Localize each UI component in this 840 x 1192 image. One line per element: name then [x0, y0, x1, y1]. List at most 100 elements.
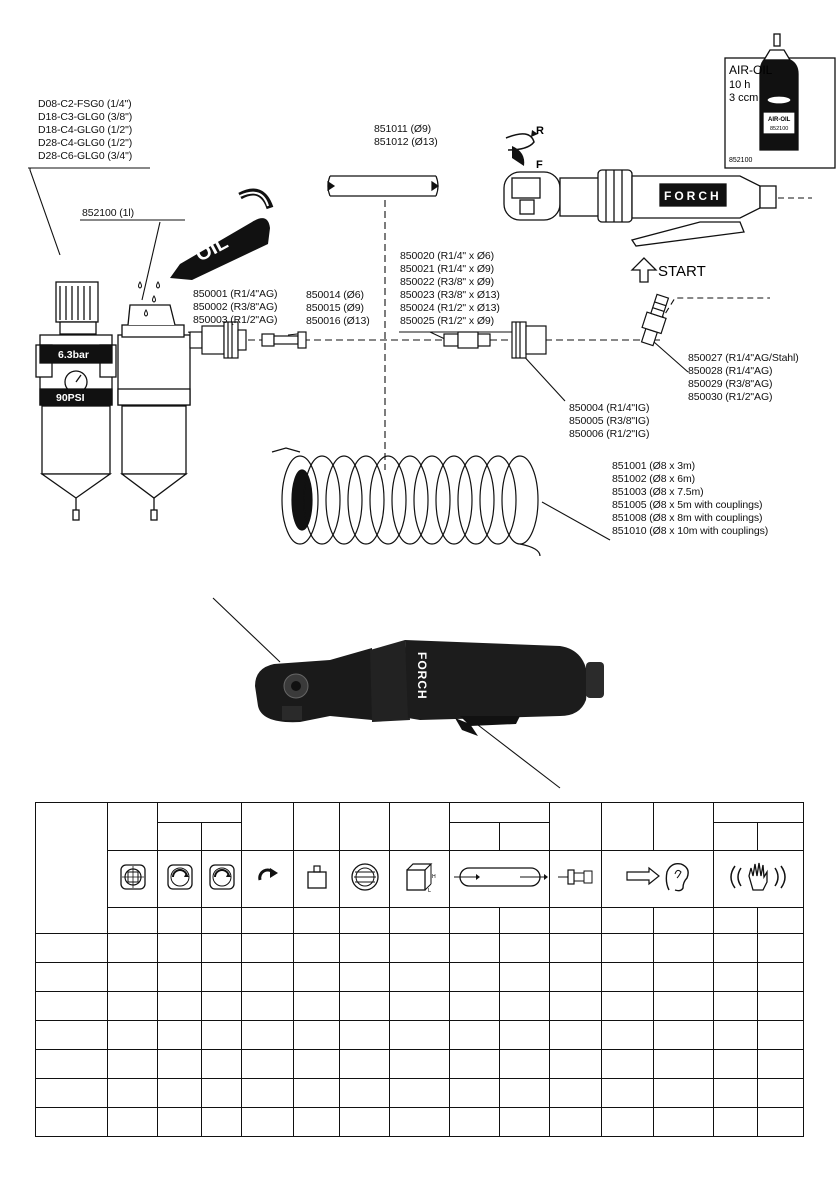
oil-part-label: 852100 (1l): [82, 207, 135, 219]
table-subheader: [757, 822, 804, 851]
hose-nipple: [261, 331, 307, 349]
vibration-icon: [713, 850, 804, 908]
table-cell: [107, 991, 158, 1021]
table-header: [549, 802, 602, 851]
table-cell: [157, 1078, 202, 1108]
table-cell: [241, 962, 294, 992]
table-cell: [549, 933, 602, 963]
table-cell: [201, 1107, 242, 1137]
table-header: [241, 802, 294, 851]
spiral-hose-list: 851001 (Ø8 x 3m) 851002 (Ø8 x 6m) 851003…: [612, 460, 768, 538]
unit-cell: [157, 907, 202, 934]
oil-can-icon: [170, 188, 274, 280]
air-consumption-icon: [449, 850, 550, 908]
table-cell: [757, 991, 804, 1021]
air-inlet-icon: [549, 850, 602, 908]
table-cell: [241, 1020, 294, 1050]
table-cell: [713, 1107, 758, 1137]
spiral-hose-item: 851005 (Ø8 x 5m with couplings): [612, 499, 763, 511]
hose-adapter-item: 850024 (R1/2" x Ø13): [400, 302, 500, 314]
table-cell: [293, 1107, 340, 1137]
table-cell: [713, 1020, 758, 1050]
table-cell: [339, 1107, 390, 1137]
coupler-ig-item: 850005 (R3/8"IG): [569, 415, 650, 427]
gauge-bar-label: 6.3bar: [58, 349, 89, 361]
table-cell: [757, 962, 804, 992]
table-cell: [549, 1049, 602, 1079]
table-cell: [653, 933, 714, 963]
table-cell: [389, 991, 450, 1021]
table-cell: [499, 1020, 550, 1050]
coupler-socket-ig: [511, 321, 547, 359]
tool-plug-item: 850027 (R1/4"AG/Stahl): [688, 352, 799, 364]
table-cell: [549, 962, 602, 992]
spiral-hose-item: 851008 (Ø8 x 8m with couplings): [612, 512, 763, 524]
rpm-icon: [201, 850, 242, 908]
table-cell: [449, 962, 500, 992]
table-subheader: [157, 822, 202, 851]
noise-icon: [601, 850, 714, 908]
regulator-model: D28-C6-GLG0 (3/4"): [38, 150, 133, 162]
hose-adapter-item: 850020 (R1/4" x Ø6): [400, 250, 495, 262]
table-cell: [201, 1078, 242, 1108]
table-cell: [201, 1020, 242, 1050]
table-cell: [339, 1049, 390, 1079]
table-cell: [389, 1078, 450, 1108]
table-row: [35, 991, 804, 1021]
table-cell: [389, 1020, 450, 1050]
table-cell: [389, 1107, 450, 1137]
hose-adapter-item: 850021 (R1/4" x Ø9): [400, 263, 495, 275]
regulator-model: D18-C4-GLG0 (1/2"): [38, 124, 133, 136]
table-header: [389, 802, 450, 851]
unit-cell: [549, 907, 602, 934]
table-cell: [201, 1049, 242, 1079]
table-cell: [107, 933, 158, 963]
regulator-model-list: D08-C2-FSG0 (1/4") D18-C3-GLG0 (3/8") D1…: [38, 98, 132, 163]
table-cell: [241, 1078, 294, 1108]
table-row: [35, 933, 804, 963]
straight-hose-item: 851012 (Ø13): [374, 136, 438, 148]
table-cell: [157, 933, 202, 963]
table-cell: [549, 1107, 602, 1137]
rotation-forward: F: [536, 159, 543, 171]
hose-adapter-item: 850025 (R1/2" x Ø9): [400, 315, 495, 327]
table-cell: [757, 1078, 804, 1108]
table-cell: [653, 1107, 714, 1137]
hose-nipple-item: 850015 (Ø9): [306, 302, 364, 314]
table-cell: [601, 1107, 654, 1137]
plug-ag-item: 850003 (R1/2"AG): [193, 314, 278, 326]
hose-bore-icon: [339, 850, 390, 908]
drawing-brand-logo: FORCH: [664, 189, 722, 203]
plug-ag-list: 850001 (R1/4"AG) 850002 (R3/8"AG) 850003…: [193, 288, 278, 327]
unit-cell: [107, 907, 158, 934]
table-header: [601, 802, 654, 851]
table-cell: [449, 1049, 500, 1079]
straight-hose: [327, 175, 440, 197]
spiral-hose: [271, 447, 541, 557]
table-header-group: [713, 802, 804, 823]
table-cell: [293, 962, 340, 992]
table-cell: [241, 1107, 294, 1137]
lubricator: [117, 304, 191, 521]
table-cell: [201, 933, 242, 963]
table-body: [35, 933, 804, 1137]
spiral-hose-item: 851001 (Ø8 x 3m): [612, 460, 696, 472]
table-cell: [601, 1078, 654, 1108]
table-cell: [601, 933, 654, 963]
table-cell: [757, 1107, 804, 1137]
spiral-hose-item: 851002 (Ø8 x 6m): [612, 473, 696, 485]
table-cell: [157, 962, 202, 992]
table-cell: [157, 1020, 202, 1050]
table-subheader: [499, 822, 550, 851]
table-cell: [35, 1078, 108, 1108]
svg-text:L: L: [428, 888, 431, 894]
table-cell: [499, 1107, 550, 1137]
table-cell: [601, 1020, 654, 1050]
table-cell: [339, 933, 390, 963]
table-cell: [549, 1020, 602, 1050]
table-cell: [653, 1020, 714, 1050]
table-cell: [157, 991, 202, 1021]
table-cell: [499, 962, 550, 992]
table-cell: [449, 1020, 500, 1050]
